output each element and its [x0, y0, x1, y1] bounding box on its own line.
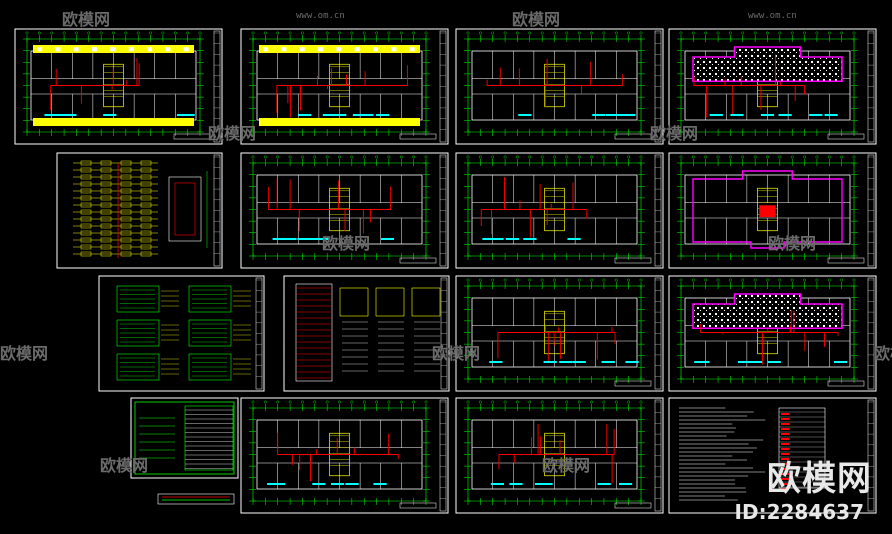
sheet-cover-index [130, 397, 239, 479]
sheet-floor-plan-8 [668, 275, 877, 392]
sheet-distribution-boxes [98, 275, 265, 392]
watermark-brand-large: 欧模网 [767, 459, 872, 499]
sheet-design-notes [668, 397, 877, 514]
sheet-floor-plan-1 [14, 28, 223, 145]
sheet-roof-outline [668, 152, 877, 269]
sheet-system-diagram [283, 275, 450, 392]
sheet-floor-plan-4 [668, 28, 877, 145]
sheet-floor-plan-7 [455, 275, 664, 392]
sheet-floor-plan-5 [240, 152, 449, 269]
sheet-floor-plan-6 [455, 152, 664, 269]
watermark-url: www.om.cn [296, 11, 345, 21]
watermark-id: ID:2284637 [734, 500, 864, 524]
legend-strip [157, 493, 235, 505]
sheet-floor-plan-3 [455, 28, 664, 145]
watermark-url: www.om.cn [748, 11, 797, 21]
sheet-floor-plan-10 [455, 397, 664, 514]
sheet-riser-diagram [56, 152, 223, 269]
sheets-layer [14, 28, 877, 514]
sheet-floor-plan-2 [240, 28, 449, 145]
sheet-floor-plan-9 [240, 397, 449, 514]
